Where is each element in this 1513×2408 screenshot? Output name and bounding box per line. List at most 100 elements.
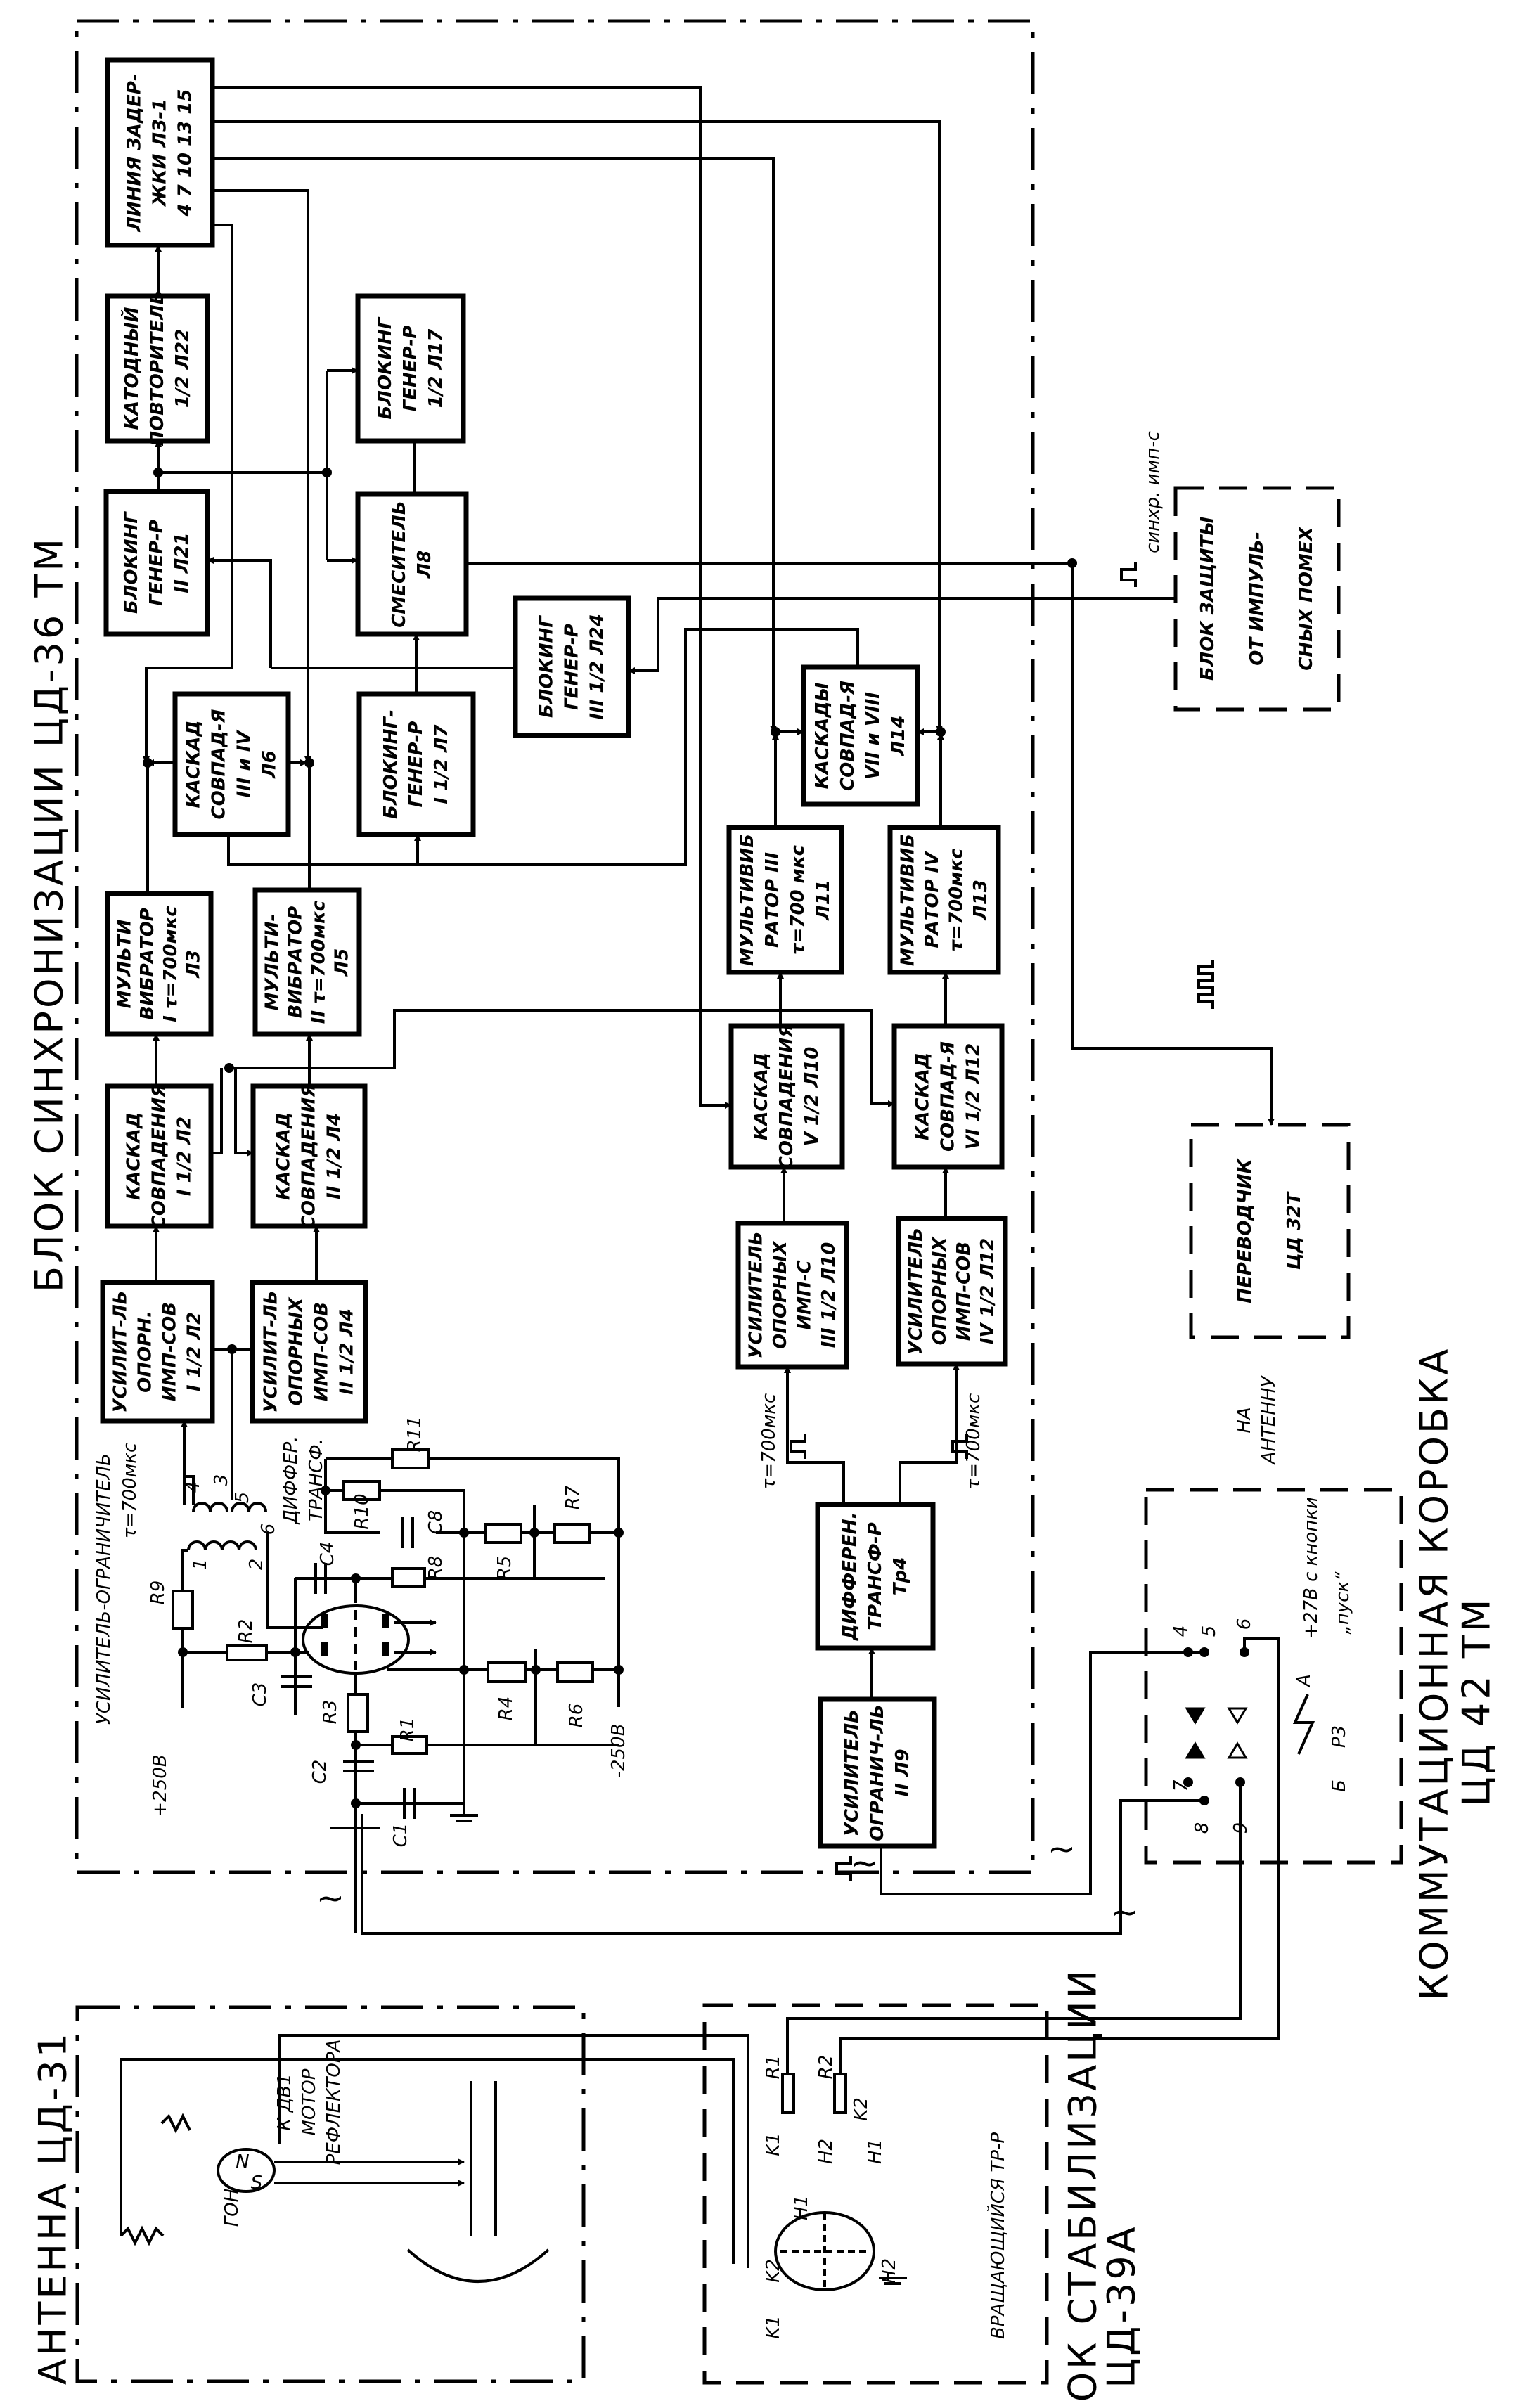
junction-dot	[531, 1665, 541, 1675]
label-rot-tr: ВРАЩАЮЩИЙСЯ ТР-Р	[986, 2132, 1009, 2339]
coincidence-1-block-label: I 1/2 Л2	[174, 1116, 195, 1196]
coincidence-7-8-block-label: СОВПАД-Я	[837, 681, 858, 791]
label-motor-2: МОТОР	[299, 2068, 320, 2135]
wires	[120, 82, 1280, 2268]
label-relay-b: Б	[1329, 1779, 1350, 1792]
resistor-icon	[833, 2073, 847, 2114]
multivibrator-2-block-label: ВИБРАТОР	[285, 906, 307, 1018]
wire	[227, 628, 859, 866]
junction-dot	[1199, 1647, 1209, 1657]
label-tp5: 5	[232, 1492, 253, 1504]
amp-limiter-block-label: ОГРАНИЧ-ЛЬ	[867, 1704, 888, 1841]
junction-dot	[153, 468, 163, 477]
wire	[143, 224, 233, 764]
label-pin8: 8	[1192, 1822, 1213, 1834]
ref-amp-2-block-label: II 1/2 Л4	[337, 1308, 358, 1395]
antenna-title: АНТЕННА ЦД-31	[31, 2030, 75, 2385]
coincidence-2-block-frame	[250, 1083, 368, 1229]
diff-transformer-block-frame	[815, 1502, 936, 1651]
coincidence-5-block-label: СОВПАДЕНИЯ	[776, 1024, 797, 1169]
resistor-icon	[391, 1448, 430, 1469]
ref-amp-4-block-label: ИМП-СОВ	[953, 1242, 974, 1341]
multivibrator-2-block-label: МУЛЬТИ-	[262, 914, 283, 1011]
pulse-waveform-icon	[1197, 960, 1214, 1009]
label-to-antenna-1: НА	[1234, 1407, 1255, 1433]
resistor-icon	[391, 1735, 428, 1755]
label-R7: R7	[562, 1485, 584, 1509]
ref-amp-4-block-label: IV 1/2 Л12	[977, 1238, 998, 1344]
multivibrator-2-block-frame	[252, 887, 362, 1037]
label-amp-lim-tau: τ=700мкс	[120, 1443, 141, 1539]
wire	[212, 189, 311, 764]
blocking-gen-2-block-frame	[103, 489, 210, 637]
capacitor-icon	[403, 1788, 416, 1819]
multivibrator-2-block-label: Л5	[332, 948, 353, 977]
ref-amp-3-block-label: ОПОРНЫХ	[770, 1240, 791, 1349]
label-plus250: +250В	[150, 1754, 171, 1817]
resistor-icon	[484, 1523, 522, 1544]
junction-dot	[351, 1740, 361, 1750]
amp-limiter-block-frame	[818, 1696, 937, 1849]
coincidence-3-4-block-label: Л6	[259, 750, 281, 779]
blocking-gen-l17-block-label: 1/2 Л17	[425, 328, 446, 408]
resistor-icon	[342, 1480, 381, 1501]
pulse-waveform-icon	[951, 1434, 968, 1459]
label-pin7: 7	[1171, 1779, 1192, 1791]
coincidence-5-block-frame	[728, 1023, 845, 1170]
label-C8: C8	[425, 1510, 446, 1535]
mixer-block-frame	[355, 491, 469, 637]
label-R6: R6	[566, 1704, 587, 1728]
resistor-icon	[391, 1567, 426, 1588]
wire	[839, 1652, 1280, 2074]
stab-block-border	[702, 2003, 1049, 2385]
junction-dot	[290, 1647, 300, 1657]
resistor-icon	[553, 1523, 591, 1544]
coincidence-7-8-block-label: VII и VIII	[863, 692, 884, 780]
junction-dot	[771, 727, 780, 737]
contact-icon	[1185, 1741, 1206, 1759]
ref-amp-3-block-label: УСИЛИТЕЛЬ	[745, 1231, 766, 1358]
contact-icon	[1227, 1707, 1248, 1725]
wire	[229, 1009, 895, 1107]
label-pin4: 4	[1171, 1625, 1192, 1637]
coincidence-3-4-block-label: СОВПАД-Я	[209, 709, 230, 820]
multivibrator-3-block-label: РАТОР III	[762, 852, 783, 948]
relay-icon	[1292, 1694, 1315, 1755]
ref-amp-2-block-label: ОПОРНЫХ	[286, 1296, 307, 1406]
switch-box-model: ЦД 42 ТМ	[1455, 1597, 1499, 1807]
wire	[784, 1366, 845, 1505]
label-ac4: ~	[851, 1843, 879, 1883]
reflector-icon	[406, 2248, 550, 2283]
amp-limiter-block-label: УСИЛИТЕЛЬ	[842, 1709, 863, 1836]
resistor-icon	[781, 2073, 795, 2114]
label-sR2: R2	[816, 2055, 837, 2080]
interference-protection-block-label: БЛОК ЗАЩИТЫ	[1197, 517, 1218, 681]
multivibrator-2-block-label: II τ=700мкс	[309, 900, 330, 1024]
label-R8: R8	[425, 1556, 446, 1580]
label-motor-3: РЕФЛЕКТОРА	[323, 2040, 345, 2165]
multivibrator-4-block-frame	[887, 825, 1001, 975]
label-motor-1: К ДВ1	[274, 2073, 295, 2130]
diff-transformer-block-label: Тр4	[890, 1557, 911, 1595]
mixer-block-label: Л8	[414, 551, 435, 579]
wire	[278, 2034, 749, 2268]
label-mag-n: N	[236, 2151, 249, 2172]
blocking-gen-3-block-label: ГЕНЕР-Р	[562, 624, 583, 710]
label-diff-tr-1: ДИФФЕР.	[281, 1436, 302, 1525]
label-C4: C4	[317, 1542, 338, 1566]
coil-4-3-icon	[192, 1502, 228, 1512]
label-R9: R9	[148, 1580, 169, 1605]
junction-dot	[614, 1528, 624, 1538]
junction-dot	[1067, 558, 1077, 568]
